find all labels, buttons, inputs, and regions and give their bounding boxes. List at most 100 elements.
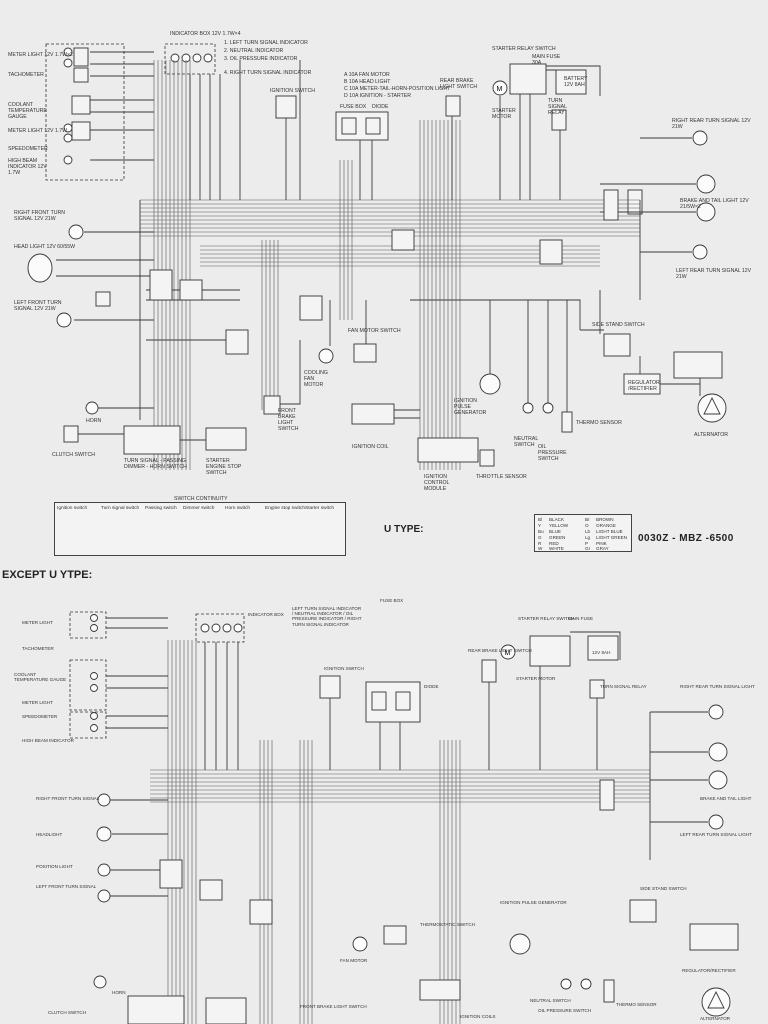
label-head-light: Head light 12V 60/55W: [14, 244, 76, 250]
label-left-front-turn: Left front turn signal 12V 21W: [14, 300, 62, 312]
b-label-turn-relay: Turn signal relay: [600, 684, 647, 689]
b-label-main-fuse: Main fuse: [568, 616, 594, 621]
label-starter-engine: Starter engine stop switch: [206, 458, 242, 476]
sc-horn: Horn switch: [225, 506, 251, 511]
part-number: 0030Z - MBZ -6500: [638, 533, 734, 544]
except-u-type-heading: EXCEPT U YTPE:: [2, 569, 93, 581]
legend-6-name: GREEN: [549, 535, 566, 540]
label-coolant-temp: Coolant temperature gauge: [8, 102, 47, 120]
label-cooling-fan: Cooling fan motor: [304, 370, 328, 388]
legend-2-code: Y: [538, 523, 542, 528]
legend-1-code: Br: [585, 517, 590, 522]
label-high-beam: High beam indicator 12V 1.7W: [8, 158, 47, 176]
b-label-speedometer: Speedometer: [22, 714, 58, 719]
b-label-headlight: Headlight: [36, 832, 63, 837]
label-starter-motor: Starter motor: [492, 108, 516, 120]
legend-7-code: Lg: [585, 535, 591, 540]
b-label-starter-motor: Starter motor: [516, 676, 556, 681]
top-wiring-diagram: M: [27, 43, 727, 470]
b-label-coolant-temp: Coolant temperature gauge: [14, 672, 67, 683]
label-right-front-turn: Right front turn signal 12V 21W: [14, 210, 66, 222]
legend-0-code: Bl: [538, 517, 543, 522]
b-label-rear-brake: Rear brake light switch: [468, 648, 532, 653]
b-label-side-stand: Side stand switch: [640, 886, 687, 891]
label-rear-brake-switch: Rear brake light switch: [440, 78, 478, 90]
label-fuse-b: B 10A Head light: [344, 79, 391, 85]
b-label-clutch-switch: Clutch switch: [48, 1010, 87, 1015]
b-label-tachometer: Tachometer: [22, 646, 54, 651]
label-indicator-4: 4. Right turn signal indicator: [224, 70, 312, 76]
b-label-indicator-list: Left turn signal indicator / Neutral ind…: [292, 606, 362, 627]
b-label-right-front-turn: Right front turn signal: [36, 796, 100, 801]
main-harness: [56, 51, 696, 470]
legend-10-code: W: [538, 546, 543, 551]
sc-turn: Turn signal switch: [101, 506, 140, 511]
label-horn: Horn: [86, 418, 102, 424]
label-neutral-switch: Neutral switch: [514, 436, 539, 448]
legend-6-code: G: [538, 535, 542, 540]
label-oil-pressure: Oil pressure switch: [538, 444, 567, 462]
b-label-fuse-box: Fuse box: [380, 598, 404, 603]
bottom-harness: [106, 617, 708, 1024]
legend-2-name: YELLOW: [549, 523, 569, 528]
b-label-fan-motor: Fan motor: [340, 958, 368, 963]
label-indicator-2: 2. Neutral indicator: [224, 48, 284, 54]
b-label-thermostatic: Thermostatic switch: [420, 922, 475, 927]
label-starter-relay: Starter relay switch: [492, 46, 556, 52]
b-label-meter-light-2: Meter light: [22, 700, 53, 705]
label-left-rear-turn: Left rear turn signal 12V 21W: [676, 268, 752, 280]
b-label-ignition-coils: Ignition coils: [460, 1014, 496, 1019]
label-front-brake: Front brake light switch: [278, 408, 299, 432]
b-label-battery: 12V 8Ah: [592, 650, 611, 655]
label-fuse-c: C 10A Meter-tail-horn-position light: [344, 86, 451, 92]
label-side-stand: Side stand switch: [592, 322, 645, 328]
b-label-left-front-turn: Left front turn signal: [36, 884, 97, 889]
legend-8-name: RED: [549, 541, 559, 546]
label-speedometer: Speedometer: [8, 146, 48, 152]
legend-4-code: Bu: [538, 529, 544, 534]
label-diode: Diode: [372, 104, 389, 110]
label-throttle-sensor: Throttle sensor: [476, 474, 527, 480]
b-label-brake-tail: Brake and tail light: [700, 796, 752, 801]
b-label-alternator: Alternator: [700, 1016, 731, 1021]
connectors: [149, 189, 619, 355]
b-label-front-brake: Front brake light switch: [300, 1004, 367, 1009]
sc-passing: Passing switch: [145, 506, 177, 511]
front-lights: [27, 224, 111, 328]
b-label-regulator: Regulator/rectifier: [682, 968, 736, 973]
label-indicator-1: 1. Left turn signal indicator: [224, 40, 308, 46]
label-fuse-d: D 10A Ignition - starter: [344, 93, 411, 99]
label-right-rear-turn: Right rear turn signal 12V 21W: [672, 118, 751, 130]
meter-light-bulbs: [63, 47, 91, 165]
legend-10-name: WHITE: [549, 546, 564, 551]
b-label-meter-light: Meter light: [22, 620, 53, 625]
b-label-left-rear-turn: Left rear turn signal light: [680, 832, 752, 837]
legend-5-name: LIGHT BLUE: [596, 529, 623, 534]
b-label-oil-pressure: Oil pressure switch: [538, 1008, 592, 1013]
legend-3-code: O: [585, 523, 589, 528]
svg-text:M: M: [497, 86, 503, 93]
label-turn-dimmer: Turn signal - passing dimmer - horn swit…: [124, 458, 187, 470]
label-meter-light: Meter light 12V 1.7W×2: [8, 52, 73, 58]
sc-engine-stop: Engine stop switch: [265, 506, 305, 511]
label-ignition-pulse: Ignition pulse generator: [454, 398, 487, 416]
label-brake-tail: Brake and tail light 12V 21/5W×2: [680, 198, 749, 210]
label-fan-motor-switch: Fan motor switch: [348, 328, 401, 334]
svg-text:M: M: [505, 650, 511, 657]
b-label-neutral-switch: Neutral switch: [530, 998, 571, 1003]
label-icm: Ignition control module: [424, 474, 450, 492]
legend-3-name: ORANGE: [596, 523, 616, 528]
sc-starter: Starter switch: [305, 506, 335, 511]
label-ignition-switch: Ignition switch: [270, 88, 315, 94]
b-label-ignition-pulse: Ignition pulse generator: [500, 900, 567, 905]
legend-9-name: PINK: [596, 541, 607, 546]
bottom-wiring-diagram: M: [69, 611, 739, 1024]
b-label-diode: Diode: [424, 684, 439, 689]
b-label-high-beam: High beam indicator: [22, 738, 74, 743]
sc-dimmer: Dimmer switch: [183, 506, 215, 511]
b-label-right-rear-turn: Right rear turn signal light: [680, 684, 755, 689]
color-legend: Bl BLACK Br BROWN Y YELLOW O ORANGE Bu B…: [534, 514, 632, 552]
label-ignition-coil: Ignition coil: [352, 444, 389, 450]
label-alternator: Alternator: [694, 432, 729, 438]
